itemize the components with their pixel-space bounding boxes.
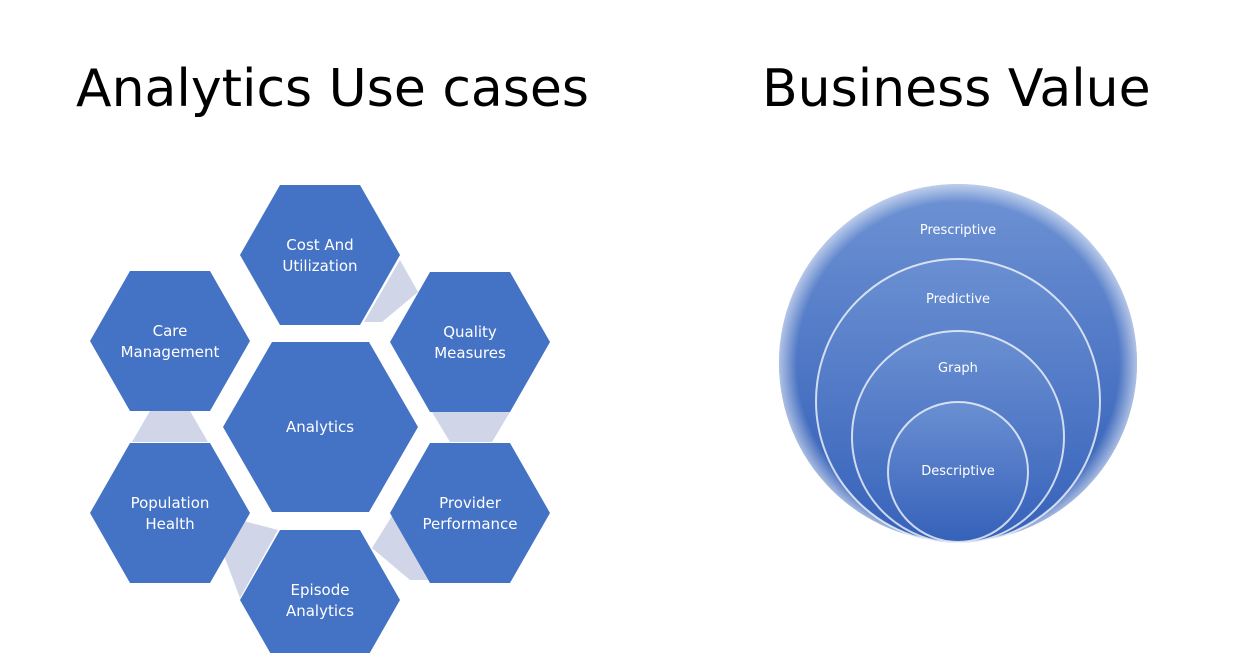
hex-connectors [132, 260, 510, 598]
hex-episode-analytics: Episode Analytics [240, 530, 400, 653]
business-value-title: Business Value [762, 59, 1151, 119]
hex-label-quality-measures: Quality [443, 323, 497, 341]
hex-quality-measures: Quality Measures [390, 272, 550, 412]
hex-care-management: Care Management [90, 271, 250, 411]
hex-cost-and-utilization: Cost And Utilization [240, 185, 400, 325]
connector-episode-population [222, 520, 278, 598]
hex-label-analytics: Analytics [286, 418, 354, 436]
hex-label-care-management: Care [153, 322, 188, 340]
hex-provider-performance: Provider Performance [390, 443, 550, 583]
level-descriptive: Descriptive [887, 401, 1029, 543]
business-value-nested-circles: Prescriptive Predictive Graph Descriptiv… [779, 184, 1137, 544]
analytics-use-cases-title: Analytics Use cases [76, 59, 589, 119]
hex-label-quality-measures-2: Measures [434, 344, 506, 362]
connector-quality-provider [432, 412, 510, 442]
hex-label-population-health: Population [131, 494, 210, 512]
hex-label-episode-analytics-2: Analytics [286, 602, 354, 620]
hex-label-cost-and-utilization: Cost And [286, 236, 353, 254]
hex-cycle: Analytics Cost And Utilization Quality M… [90, 185, 550, 653]
hex-label-episode-analytics: Episode [291, 581, 350, 599]
hex-label-care-management-2: Management [121, 343, 220, 361]
hex-label-population-health-2: Health [145, 515, 194, 533]
label-predictive: Predictive [926, 292, 990, 307]
hex-label-provider-performance: Provider [439, 494, 502, 512]
label-prescriptive: Prescriptive [920, 223, 996, 238]
hex-label-provider-performance-2: Performance [422, 515, 517, 533]
circle-descriptive [887, 401, 1029, 543]
label-graph: Graph [938, 361, 978, 376]
connector-provider-episode [372, 516, 428, 580]
hex-population-health: Population Health [90, 443, 250, 583]
hex-label-cost-and-utilization-2: Utilization [282, 257, 357, 275]
connector-cost-quality [364, 260, 418, 322]
label-descriptive: Descriptive [921, 464, 995, 479]
hex-analytics-center: Analytics [223, 342, 418, 512]
connector-population-care [132, 411, 208, 442]
